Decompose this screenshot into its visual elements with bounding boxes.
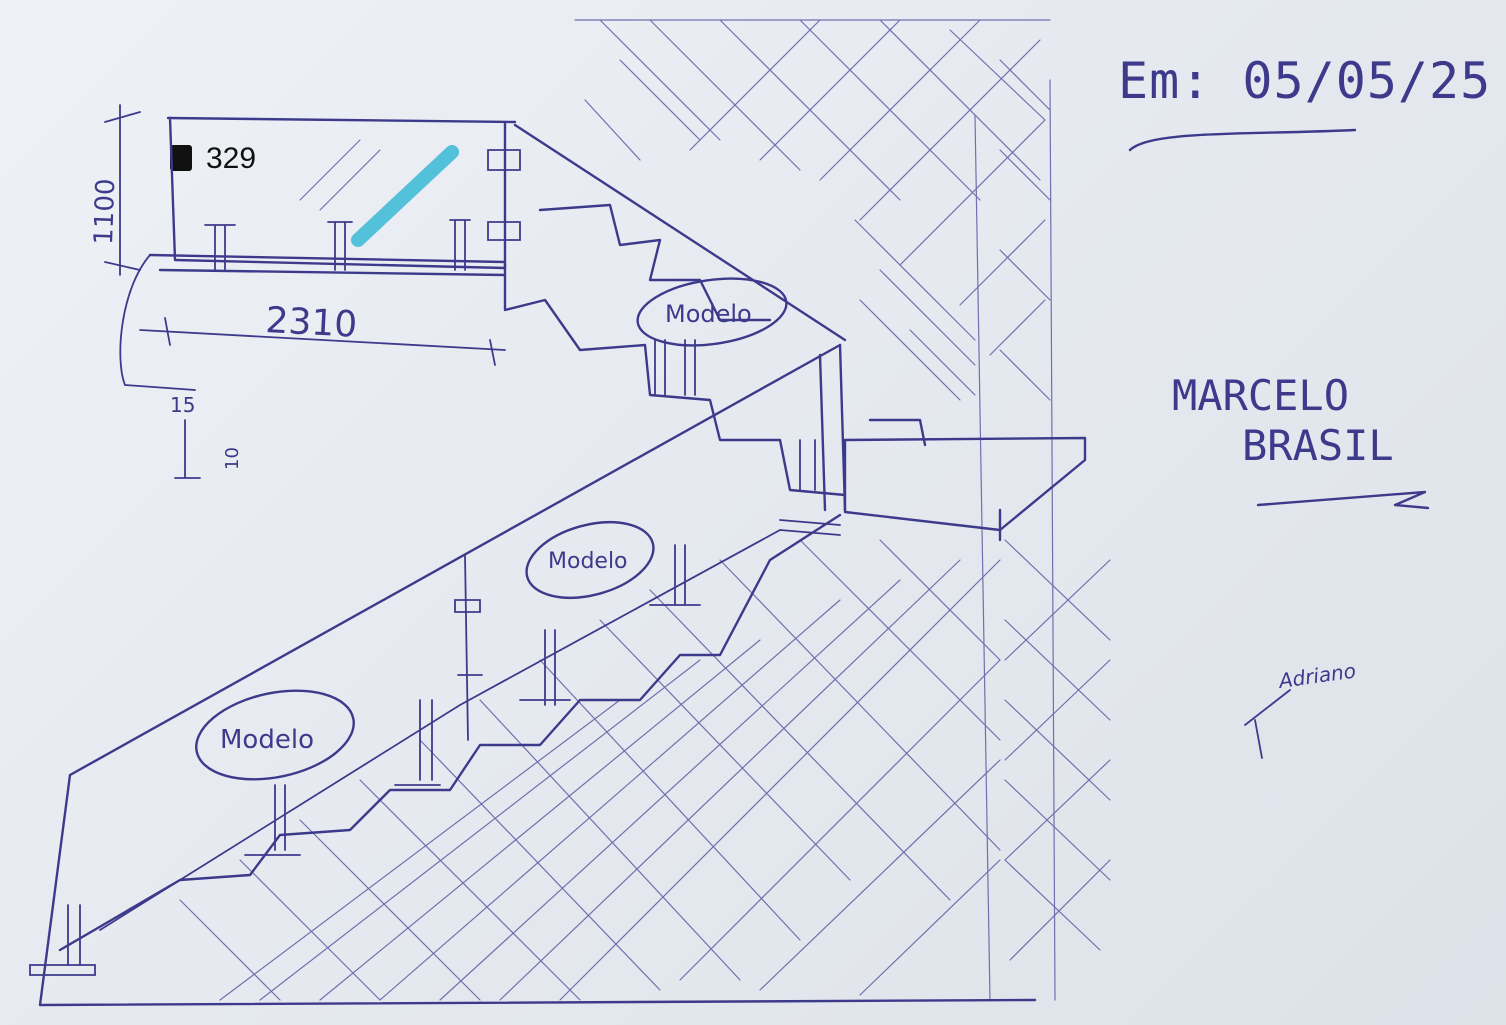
panel-label-upper: Modelo (665, 300, 752, 328)
dim-detail-top-label: 15 (170, 393, 195, 417)
panel-label-ring-upper (636, 277, 788, 347)
dim-height-label: 1100 (89, 178, 121, 245)
panel-label-ring-lower (195, 689, 355, 781)
signature: Adriano (1275, 658, 1357, 693)
sticker-mark (170, 145, 192, 171)
highlighter-mark (351, 145, 459, 247)
mid-landing (779, 418, 1087, 542)
date-underline (1128, 128, 1357, 152)
client-name-line1: MARCELO (1172, 371, 1349, 420)
panel-label-ring-middle (525, 521, 655, 599)
date-label: Em: 05/05/25 (1118, 52, 1491, 110)
upper-stair-flight (503, 123, 847, 512)
signature-stroke (1244, 689, 1291, 759)
client-name-underline (1256, 490, 1430, 510)
wall-hatching (179, 19, 1111, 1001)
upper-glass-panel (148, 116, 521, 277)
client-name-line2: BRASIL (1242, 421, 1394, 470)
panel-label-lower: Modelo (220, 725, 314, 755)
sticker-number: 329 (206, 142, 257, 175)
dimension-lines (104, 104, 506, 479)
dim-width-label: 2310 (265, 300, 359, 346)
lower-glass-panel (29, 343, 1037, 1007)
panel-label-middle: Modelo (548, 549, 628, 574)
dim-detail-side-label: 10 (222, 447, 243, 470)
